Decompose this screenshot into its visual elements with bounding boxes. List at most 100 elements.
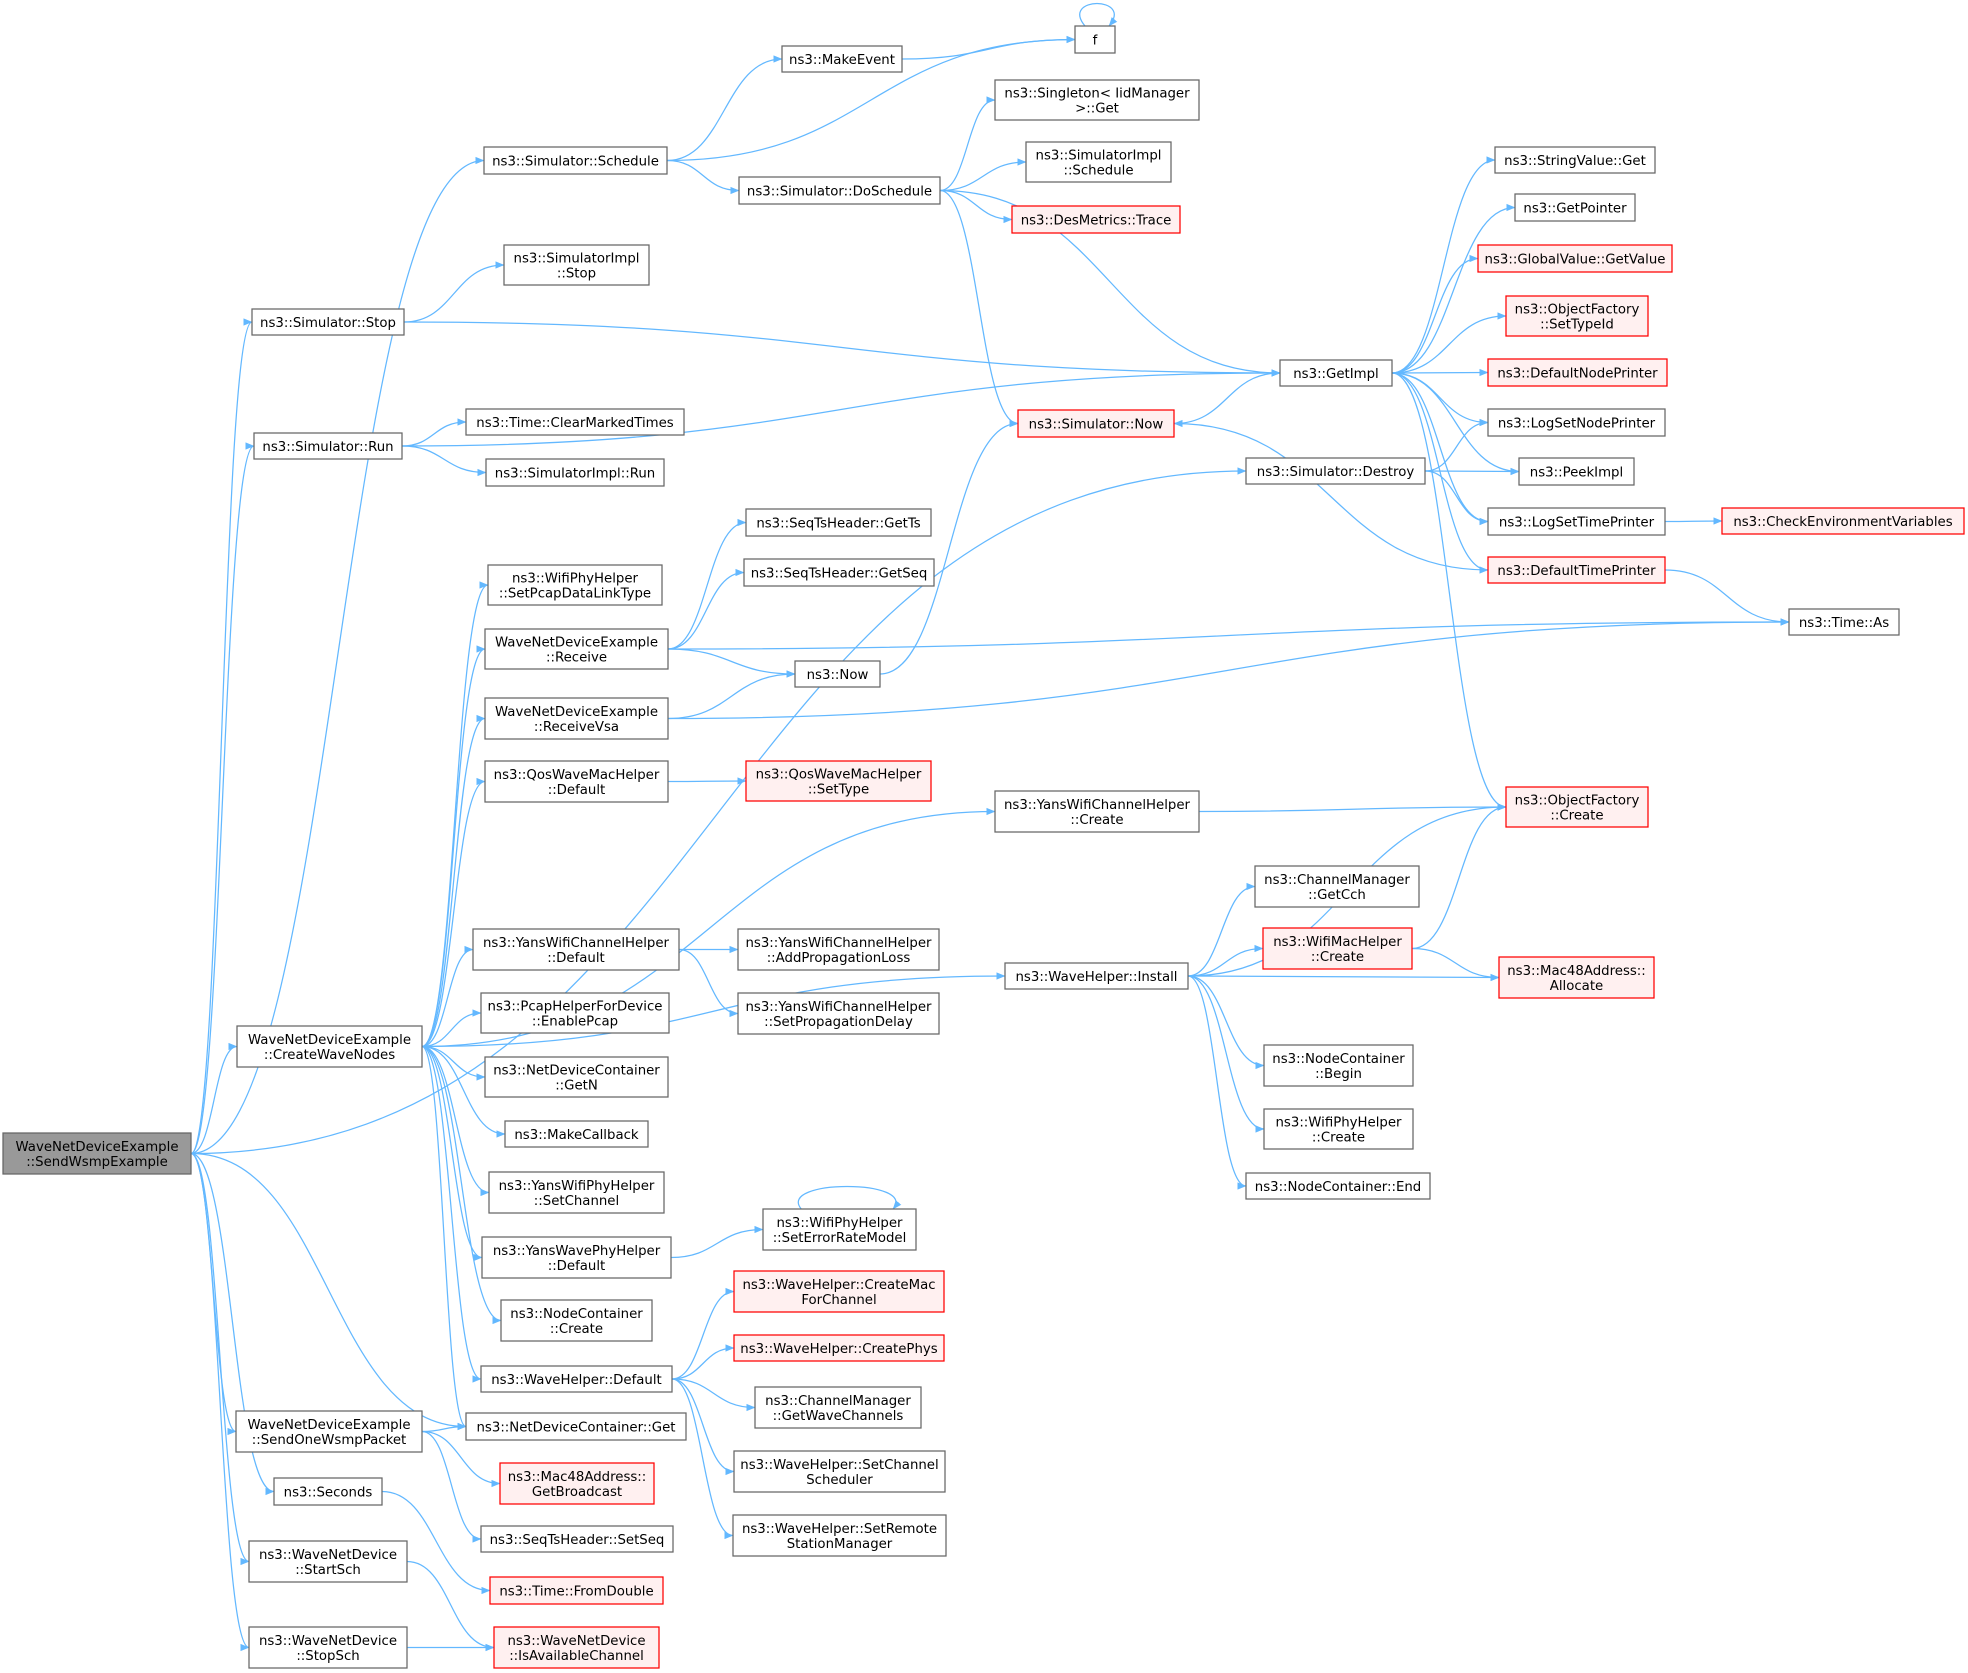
node-wifiMacCreate[interactable]: ns3::WifiMacHelper::Create xyxy=(1262,927,1413,970)
node-box xyxy=(1263,1108,1414,1150)
node-seconds[interactable]: ns3::Seconds xyxy=(273,1477,383,1506)
node-label: ns3::WifiMacHelper xyxy=(1273,935,1402,950)
node-addPropLoss[interactable]: ns3::YansWifiChannelHelper::AddPropagati… xyxy=(737,928,940,971)
node-root[interactable]: WaveNetDeviceExample::SendWsmpExample xyxy=(2,1132,192,1175)
node-ndcGet[interactable]: ns3::NetDeviceContainer::Get xyxy=(465,1412,687,1441)
node-box xyxy=(994,79,1200,121)
node-label: ::Create xyxy=(1070,813,1123,828)
node-makeCallback[interactable]: ns3::MakeCallback xyxy=(504,1120,649,1148)
edge-setErrorRate-to-setErrorRate xyxy=(797,1185,902,1210)
node-clearMarked[interactable]: ns3::Time::ClearMarkedTimes xyxy=(465,408,685,436)
node-simRun[interactable]: ns3::Simulator::Run xyxy=(253,432,403,460)
node-fromDouble[interactable]: ns3::Time::FromDouble xyxy=(489,1576,664,1605)
edge-getImpl-to-peekImpl xyxy=(1391,372,1520,476)
node-box xyxy=(1721,507,1965,535)
node-qosDefault[interactable]: ns3::QosWaveMacHelper::Default xyxy=(484,760,669,803)
node-simStop[interactable]: ns3::Simulator::Stop xyxy=(251,308,405,336)
node-macAllocate[interactable]: ns3::Mac48Address::Allocate xyxy=(1498,956,1655,999)
node-startSch[interactable]: ns3::WaveNetDevice::StartSch xyxy=(248,1540,408,1583)
node-wifiPhyCreate[interactable]: ns3::WifiPhyHelper::Create xyxy=(1263,1108,1414,1150)
edge-simStop-to-simImplStop xyxy=(403,261,505,323)
node-label: ::Create xyxy=(1550,809,1603,824)
node-seqSetSeq[interactable]: ns3::SeqTsHeader::SetSeq xyxy=(480,1525,674,1553)
edge-yansChCreate-to-ofCreate xyxy=(1198,803,1507,813)
node-box xyxy=(737,992,940,1035)
node-ofCreate[interactable]: ns3::ObjectFactory::Create xyxy=(1505,786,1649,828)
node-ncCreate[interactable]: ns3::NodeContainer::Create xyxy=(500,1299,653,1342)
node-label: ns3::Simulator::Destroy xyxy=(1257,465,1415,480)
node-checkEnv[interactable]: ns3::CheckEnvironmentVariables xyxy=(1721,507,1965,535)
node-setErrorRate[interactable]: ns3::WifiPhyHelper::SetErrorRateModel xyxy=(762,1208,917,1251)
node-getImpl[interactable]: ns3::GetImpl xyxy=(1279,359,1393,387)
edge-root-to-ndcGet xyxy=(190,1152,467,1431)
node-simDestroy[interactable]: ns3::Simulator::Destroy xyxy=(1245,457,1426,485)
node-simNow[interactable]: ns3::Simulator::Now xyxy=(1017,409,1175,438)
node-now[interactable]: ns3::Now xyxy=(794,660,881,688)
node-yansChDefault[interactable]: ns3::YansWifiChannelHelper::Default xyxy=(472,928,680,971)
node-setPcap[interactable]: ns3::WifiPhyHelper::SetPcapDataLinkType xyxy=(487,564,663,606)
node-qosSetType[interactable]: ns3::QosWaveMacHelper::SetType xyxy=(745,760,932,802)
node-yansPhySetCh[interactable]: ns3::YansWifiPhyHelper::SetChannel xyxy=(488,1171,665,1214)
node-desTrace[interactable]: ns3::DesMetrics::Trace xyxy=(1011,205,1181,234)
node-yansWavePhyDef[interactable]: ns3::YansWavePhyHelper::Default xyxy=(481,1236,672,1279)
node-ofSetTypeId[interactable]: ns3::ObjectFactory::SetTypeId xyxy=(1505,295,1649,337)
node-ncEnd[interactable]: ns3::NodeContainer::End xyxy=(1245,1172,1431,1200)
node-label: ns3::SeqTsHeader::SetSeq xyxy=(490,1533,665,1548)
edge-simDoSchedule-to-getImpl xyxy=(939,189,1281,377)
node-seqGetSeq[interactable]: ns3::SeqTsHeader::GetSeq xyxy=(743,558,935,587)
node-box xyxy=(733,1334,945,1362)
node-simSchedule[interactable]: ns3::Simulator::Schedule xyxy=(483,146,668,175)
node-waveInstall[interactable]: ns3::WaveHelper::Install xyxy=(1004,962,1189,990)
edge-createWaveNodes-to-makeCallback xyxy=(421,1045,506,1138)
node-logSetTime[interactable]: ns3::LogSetTimePrinter xyxy=(1487,507,1666,536)
node-box xyxy=(253,432,403,460)
node-getPointer[interactable]: ns3::GetPointer xyxy=(1514,193,1636,222)
node-stopSch[interactable]: ns3::WaveNetDevice::StopSch xyxy=(248,1626,408,1669)
node-pcapEnable[interactable]: ns3::PcapHelperForDevice::EnablePcap xyxy=(480,992,670,1034)
node-ndcGetN[interactable]: ns3::NetDeviceContainer::GetN xyxy=(484,1056,669,1098)
node-label: ForChannel xyxy=(801,1293,876,1308)
node-simImplRun[interactable]: ns3::SimulatorImpl::Run xyxy=(485,458,665,487)
node-receive[interactable]: WaveNetDeviceExample::Receive xyxy=(484,628,669,670)
node-sendOne[interactable]: WaveNetDeviceExample::SendOneWsmpPacket xyxy=(235,1410,423,1453)
node-label: ns3::Seconds xyxy=(284,1486,373,1501)
node-receiveVsa[interactable]: WaveNetDeviceExample::ReceiveVsa xyxy=(484,697,669,740)
edge-receive-to-now xyxy=(667,648,796,678)
node-strValGet[interactable]: ns3::StringValue::Get xyxy=(1494,146,1656,174)
node-peekImpl[interactable]: ns3::PeekImpl xyxy=(1518,457,1635,486)
node-createPhys[interactable]: ns3::WaveHelper::CreatePhys xyxy=(733,1334,945,1362)
node-defTimePrinter[interactable]: ns3::DefaultTimePrinter xyxy=(1487,556,1666,584)
node-seqGetTs[interactable]: ns3::SeqTsHeader::GetTs xyxy=(745,508,932,537)
node-defNodePrinter[interactable]: ns3::DefaultNodePrinter xyxy=(1487,358,1668,387)
node-yansChCreate[interactable]: ns3::YansWifiChannelHelper::Create xyxy=(994,790,1200,833)
edge-waveInstall-to-wifiMacCreate xyxy=(1187,944,1264,977)
node-label: ns3::Time::As xyxy=(1799,616,1889,631)
node-getCch[interactable]: ns3::ChannelManager::GetCch xyxy=(1254,865,1420,908)
node-simDoSchedule[interactable]: ns3::Simulator::DoSchedule xyxy=(738,176,941,205)
node-label: ns3::SimulatorImpl::Run xyxy=(495,467,655,482)
node-getWaveCh[interactable]: ns3::ChannelManager::GetWaveChannels xyxy=(754,1386,922,1429)
node-simImplSchedule[interactable]: ns3::SimulatorImpl::Schedule xyxy=(1025,141,1172,183)
node-waveDefault[interactable]: ns3::WaveHelper::Default xyxy=(480,1365,673,1393)
node-box xyxy=(1011,205,1181,234)
node-ncBegin[interactable]: ns3::NodeContainer::Begin xyxy=(1263,1044,1414,1087)
node-label: f xyxy=(1093,34,1098,49)
node-isAvail[interactable]: ns3::WaveNetDevice::IsAvailableChannel xyxy=(493,1626,660,1669)
node-gvGetValue[interactable]: ns3::GlobalValue::GetValue xyxy=(1477,244,1673,273)
node-getBroadcast[interactable]: ns3::Mac48Address::GetBroadcast xyxy=(499,1462,655,1505)
node-label: ns3::Simulator::Schedule xyxy=(492,155,659,170)
node-logSetNode[interactable]: ns3::LogSetNodePrinter xyxy=(1487,408,1666,437)
node-setPropDelay[interactable]: ns3::YansWifiChannelHelper::SetPropagati… xyxy=(737,992,940,1035)
node-singletonGet[interactable]: ns3::Singleton< IidManager>::Get xyxy=(994,79,1200,121)
node-f[interactable]: f xyxy=(1074,25,1116,54)
node-simImplStop[interactable]: ns3::SimulatorImpl::Stop xyxy=(503,244,650,286)
node-box xyxy=(732,1514,947,1557)
node-box xyxy=(1788,608,1900,636)
node-makeEvent[interactable]: ns3::MakeEvent xyxy=(781,45,903,73)
node-timeAs[interactable]: ns3::Time::As xyxy=(1788,608,1900,636)
node-createWaveNodes[interactable]: WaveNetDeviceExample::CreateWaveNodes xyxy=(236,1025,423,1068)
